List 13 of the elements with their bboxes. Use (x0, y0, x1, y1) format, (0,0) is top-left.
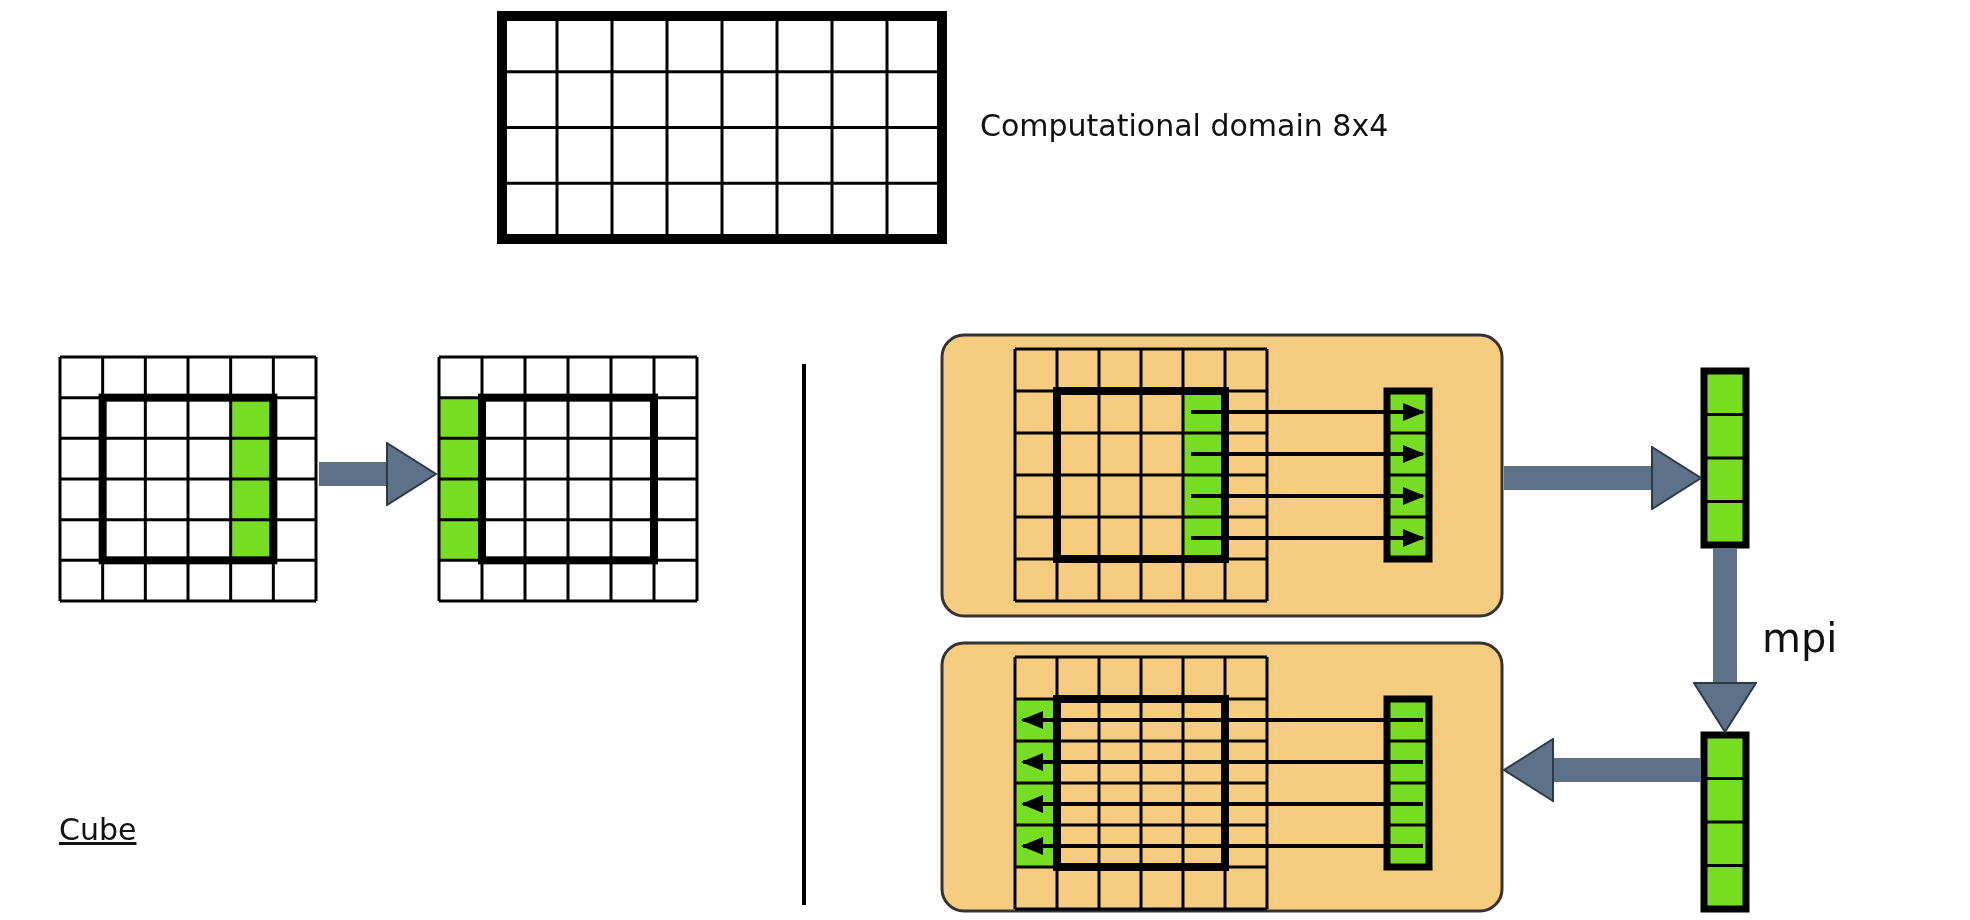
block-arrow (1503, 738, 1701, 802)
block-arrow (1693, 548, 1757, 733)
section-label: Cube (59, 812, 137, 847)
caption-text: Computational domain 8x4 (980, 107, 1389, 143)
grid-drawing (499, 13, 945, 242)
block-arrow (1504, 446, 1702, 510)
panel-drawing (940, 333, 1504, 618)
bar-drawing (1701, 732, 1749, 912)
bar-drawing (1701, 368, 1749, 548)
block-arrow (319, 442, 437, 506)
panel-drawing (940, 641, 1504, 913)
grid-drawing (436, 354, 700, 604)
grid-drawing (57, 354, 319, 604)
